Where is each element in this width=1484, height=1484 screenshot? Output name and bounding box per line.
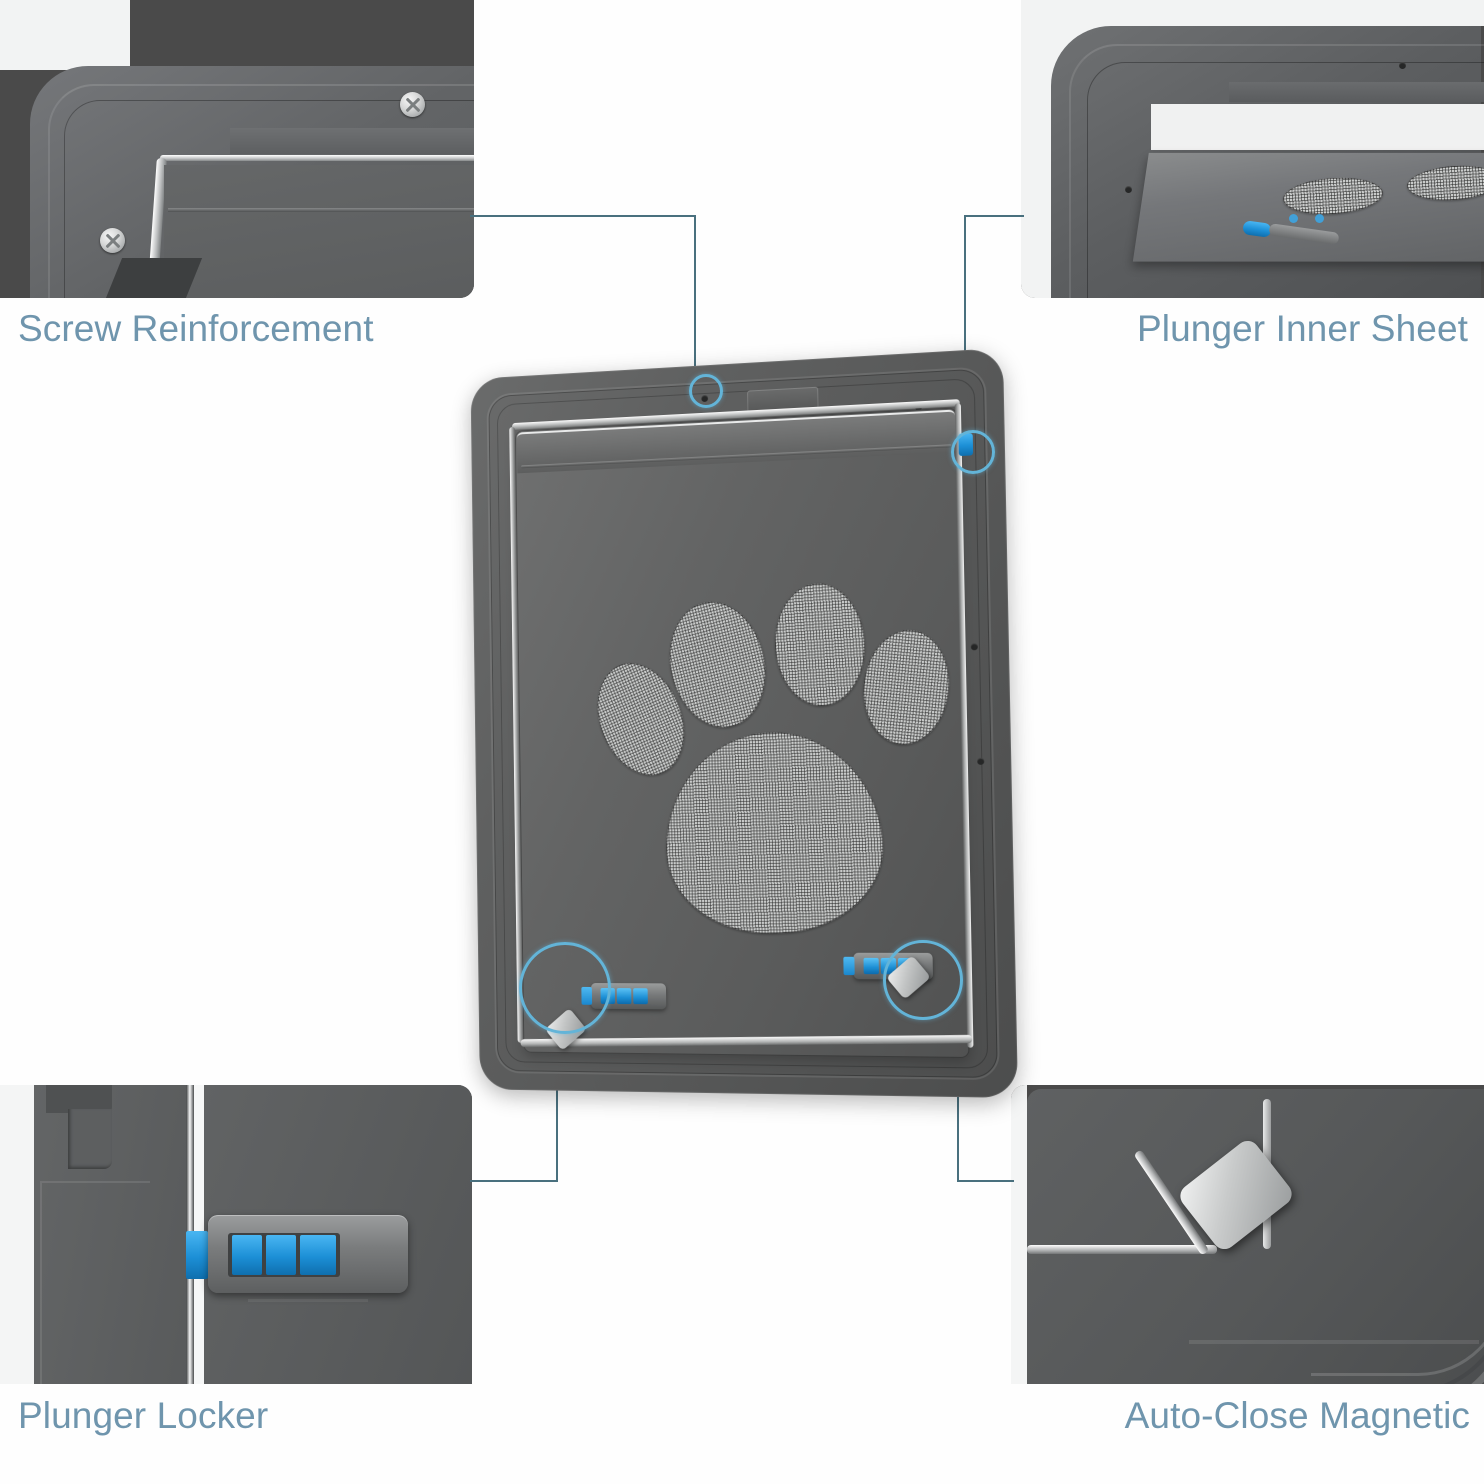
caption-plunger-locker: Plunger Locker: [18, 1395, 269, 1436]
leader-line-screw-reinforcement-v: [694, 215, 696, 381]
caption-auto-close-magnetic: Auto-Close Magnetic: [1124, 1395, 1470, 1436]
callout-marker-screw: [689, 374, 723, 408]
screw-icon: [400, 92, 425, 117]
callout-marker-magnet: [883, 940, 963, 1020]
screw-hole: [977, 757, 985, 765]
leader-line-plunger-locker-v: [556, 1000, 558, 1182]
caption-plunger-inner-sheet: Plunger Inner Sheet: [1136, 308, 1468, 349]
detail-panel-plunger-locker: [0, 1085, 472, 1384]
leader-line-plunger-locker: [470, 1180, 558, 1182]
callout-marker-plunger-inner-sheet: [951, 430, 995, 474]
pet-screen-door-product: [455, 347, 1025, 1107]
paw-toe-right: [857, 626, 955, 749]
leader-line-plunger-inner-sheet-v: [964, 215, 966, 460]
screw-icon: [100, 228, 125, 253]
leader-line-screw-reinforcement: [470, 215, 696, 217]
leader-line-auto-close-magnetic: [958, 1180, 1014, 1182]
caption-screw-reinforcement: Screw Reinforcement: [18, 308, 374, 349]
detail-panel-plunger-inner-sheet: [1021, 0, 1484, 298]
paw-toe-center: [770, 579, 870, 710]
detail-panel-screw-reinforcement: [0, 0, 474, 298]
callout-marker-plunger-locker: [519, 942, 611, 1034]
detail-panel-auto-close-magnetic: [1011, 1085, 1484, 1384]
paw-main-pad: [660, 726, 888, 938]
leader-line-plunger-inner-sheet: [964, 215, 1024, 217]
